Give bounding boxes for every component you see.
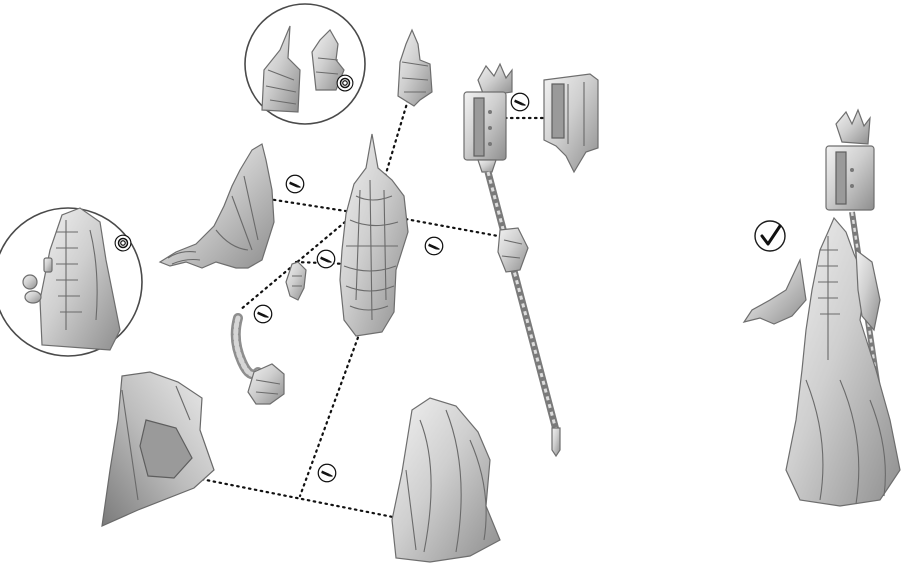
- assembled-model: [744, 110, 900, 506]
- torso-part: [340, 134, 408, 336]
- cloak-left-part: [102, 372, 214, 526]
- head-part: [398, 30, 432, 106]
- checkmark-icon: [755, 221, 785, 251]
- zoom-detail-left: [0, 208, 142, 356]
- tail-part: [236, 318, 284, 404]
- left-arm-part: [160, 144, 274, 268]
- glue-tube-icon: [254, 305, 272, 323]
- robe-part: [392, 398, 500, 562]
- zoom-detail-top: [245, 4, 365, 124]
- glue-tube-icon: [317, 250, 335, 268]
- glue-tube-icon: [425, 237, 443, 255]
- glue-tube-icon: [286, 175, 304, 193]
- glue-tube-icon: [318, 464, 336, 482]
- lantern-part: [544, 74, 598, 172]
- glue-tube-icon: [511, 93, 529, 111]
- clip-icon: [337, 75, 353, 91]
- clip-icon: [115, 235, 131, 251]
